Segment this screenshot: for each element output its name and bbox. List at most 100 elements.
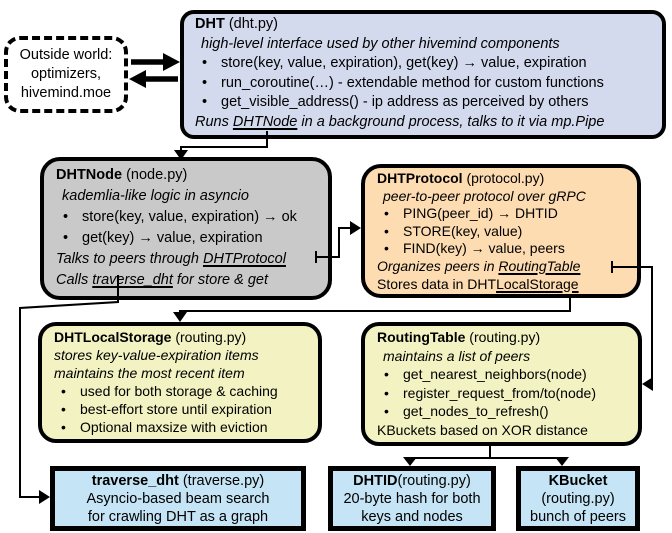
dht-node-title: DHTNode (node.py): [56, 165, 324, 186]
dht-subtitle: high-level interface used by other hivem…: [201, 35, 560, 52]
bullet-icon: [54, 382, 80, 400]
bullet-text: Optional maxsize with eviction: [80, 419, 268, 435]
bullet-item: used for both storage & caching: [54, 382, 314, 400]
bullet-icon: [377, 223, 403, 241]
connector-routingtable-to-leaves: [403, 446, 569, 466]
traverse-dht-line: for crawling DHT as a graph: [87, 508, 269, 525]
bullet-text: store(key, value, expiration), get(key) …: [221, 55, 587, 71]
local-storage-title-file: (routing.py): [171, 329, 247, 345]
routing-table-box: RoutingTable (routing.py) maintains a li…: [361, 322, 642, 446]
dht-title: DHT (dht.py): [195, 15, 656, 35]
dht-protocol-footer-1: Organizes peers in RoutingTable: [377, 258, 633, 276]
bullet-item: run_coroutine(…) - extendable method for…: [195, 74, 656, 94]
dht-local-storage-box: DHTLocalStorage (routing.py) stores key-…: [38, 322, 322, 443]
bullet-item: FIND(key) → value, peers: [377, 240, 633, 258]
dht-node-title-file: (node.py): [122, 167, 188, 183]
local-storage-subtitle: maintains the most recent item: [54, 365, 245, 381]
dht-footer-pre: Runs: [195, 113, 233, 130]
bullet-text: store(key, value, expiration) → ok: [82, 209, 297, 225]
bullet-icon: [195, 93, 221, 113]
bullet-item: best-effort store until expiration: [54, 400, 314, 418]
dhtid-title-name: DHTID: [353, 473, 398, 489]
kbucket-title: KBucket: [521, 473, 635, 491]
dht-protocol-title-file: (protocol.py): [462, 170, 545, 186]
bullet-item: STORE(key, value): [377, 223, 633, 241]
traverse-dht-title: traverse_dht (traverse.py): [55, 473, 301, 491]
bullet-text: used for both storage & caching: [80, 383, 278, 399]
dht-node-subtitle: kademlia-like logic in asyncio: [62, 188, 249, 204]
outside-world-line: hivemind.moe: [20, 85, 112, 101]
dht-node-link-traverse-dht: traverse_dht: [92, 272, 173, 288]
bullet-icon: [54, 400, 80, 418]
dht-node-title-name: DHTNode: [56, 167, 123, 183]
dhtid-line: keys and nodes: [361, 508, 463, 525]
dhtid-line: 20-byte hash for both: [343, 490, 481, 507]
bullet-text: get_nearest_neighbors(node): [403, 366, 587, 383]
bullet-item: PING(peer_id) → DHTID: [377, 205, 633, 223]
dht-protocol-footer2-pre: Stores data in DHT: [377, 275, 497, 292]
dht-protocol-subtitle: peer-to-peer protocol over gRPC: [383, 187, 586, 204]
bullet-text: get_visible_address() - ip address as pe…: [221, 94, 589, 110]
routing-table-title-name: RoutingTable: [377, 329, 466, 345]
local-storage-title: DHTLocalStorage (routing.py): [54, 328, 314, 346]
dht-footer-post: in a background process, talks to it via…: [297, 113, 605, 130]
kbucket-title-name: KBucket: [548, 473, 608, 489]
dht-protocol-link-localstorage: LocalStorage: [496, 275, 579, 292]
dht-node-footer2-post: for store & get: [172, 272, 268, 288]
bullet-item: store(key, value, expiration) → ok: [56, 207, 324, 228]
bullet-text: PING(peer_id) → DHTID: [403, 205, 558, 222]
kbucket-box: KBucket (routing.py) bunch of peers: [516, 466, 640, 531]
dht-node-link-dhtprotocol: DHTProtocol: [202, 251, 286, 267]
dht-node-footer2-pre: Calls: [56, 272, 93, 288]
traverse-dht-line: Asyncio-based beam search: [86, 490, 270, 507]
routing-table-footer: KBuckets based on XOR distance: [377, 421, 588, 438]
bullet-icon: [377, 205, 403, 223]
bullet-item: get(key) → value, expiration: [56, 228, 324, 249]
bullet-icon: [377, 402, 403, 421]
bullet-text: run_coroutine(…) - extendable method for…: [221, 74, 604, 91]
dht-footer: Runs DHTNode in a background process, ta…: [195, 113, 656, 133]
local-storage-title-name: DHTLocalStorage: [54, 329, 172, 345]
dht-node-footer1-pre: Talks to peers through: [56, 251, 203, 267]
dht-node-footer-2: Calls traverse_dht for store & get: [56, 270, 324, 291]
bullet-text: get_nodes_to_refresh(): [403, 403, 549, 420]
routing-table-title: RoutingTable (routing.py): [377, 328, 634, 347]
routing-table-subtitle: maintains a list of peers: [383, 347, 531, 364]
bullet-icon: [195, 74, 221, 94]
outside-world-box: Outside world: optimizers, hivemind.moe: [4, 36, 128, 113]
outside-world-line: optimizers,: [30, 66, 102, 82]
dht-title-file: (dht.py): [224, 16, 278, 32]
bullet-icon: [377, 384, 403, 403]
bullet-icon: [54, 418, 80, 436]
outside-world-line: Outside world:: [19, 47, 113, 63]
dht-protocol-title-name: DHTProtocol: [377, 170, 463, 186]
dht-protocol-title: DHTProtocol (protocol.py): [377, 170, 633, 188]
kbucket-file: (routing.py): [541, 490, 615, 507]
bullet-text: get(key) → value, expiration: [82, 230, 263, 246]
routing-table-title-file: (routing.py): [465, 329, 541, 345]
dht-protocol-box: DHTProtocol (protocol.py) peer-to-peer p…: [361, 164, 641, 298]
dht-protocol-footer-2: Stores data in DHTLocalStorage: [377, 276, 633, 294]
kbucket-line: bunch of peers: [530, 508, 626, 525]
traverse-dht-title-name: traverse_dht: [91, 473, 179, 489]
dht-protocol-link-routingtable: RoutingTable: [498, 257, 581, 274]
bullet-text: FIND(key) → value, peers: [403, 240, 565, 257]
bullet-item: get_nodes_to_refresh(): [377, 402, 634, 421]
bullet-item: Optional maxsize with eviction: [54, 418, 314, 436]
bullet-icon: [377, 365, 403, 384]
dht-node-footer-1: Talks to peers through DHTProtocol: [56, 249, 324, 270]
local-storage-subtitle: stores key-value-expiration items: [54, 347, 259, 363]
bullet-text: STORE(key, value): [403, 222, 523, 239]
bullet-item: register_request_from/to(node): [377, 384, 634, 403]
arrow-dht-to-outside: [129, 70, 178, 88]
bullet-text: best-effort store until expiration: [80, 401, 272, 417]
bullet-icon: [56, 228, 82, 249]
dhtid-title: DHTID(routing.py): [333, 473, 491, 491]
arrow-outside-to-dht: [131, 53, 180, 71]
bullet-icon: [377, 240, 403, 258]
bullet-item: store(key, value, expiration), get(key) …: [195, 54, 656, 74]
dht-box: DHT (dht.py) high-level interface used b…: [180, 10, 666, 139]
bullet-icon: [195, 54, 221, 74]
traverse-dht-title-file: (traverse.py): [178, 473, 265, 489]
